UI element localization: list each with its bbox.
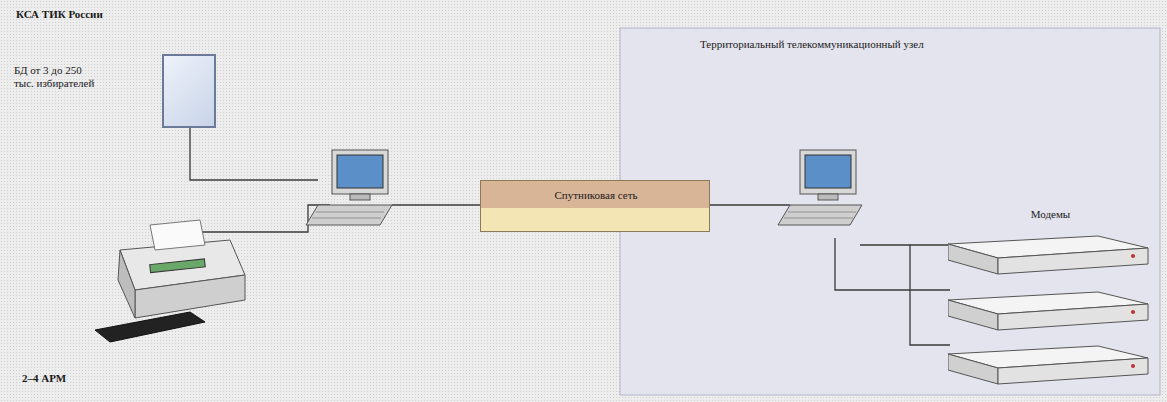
region-heading: Территориальный телекоммуникационный узе… — [700, 38, 1120, 51]
network-box: Спутниковая сеть — [480, 180, 710, 232]
region-heading: КСА ТИК России — [16, 8, 316, 21]
computer-icon — [306, 150, 392, 225]
network-label: Спутниковая сеть — [481, 189, 711, 202]
database-box: БД от 3 до 250 тыс. избирателей — [14, 52, 214, 132]
region-heading: Модемы — [948, 208, 1153, 221]
wires — [190, 128, 950, 345]
computer-icon — [778, 150, 862, 225]
database-screen — [162, 54, 216, 128]
modem-group: Модемы — [948, 204, 1153, 390]
caption-label: 2–4 АРМ — [22, 372, 66, 384]
modem-icons — [948, 204, 1153, 390]
printer-icon — [95, 220, 245, 342]
database-label: БД от 3 до 250 тыс. избирателей — [14, 64, 96, 90]
